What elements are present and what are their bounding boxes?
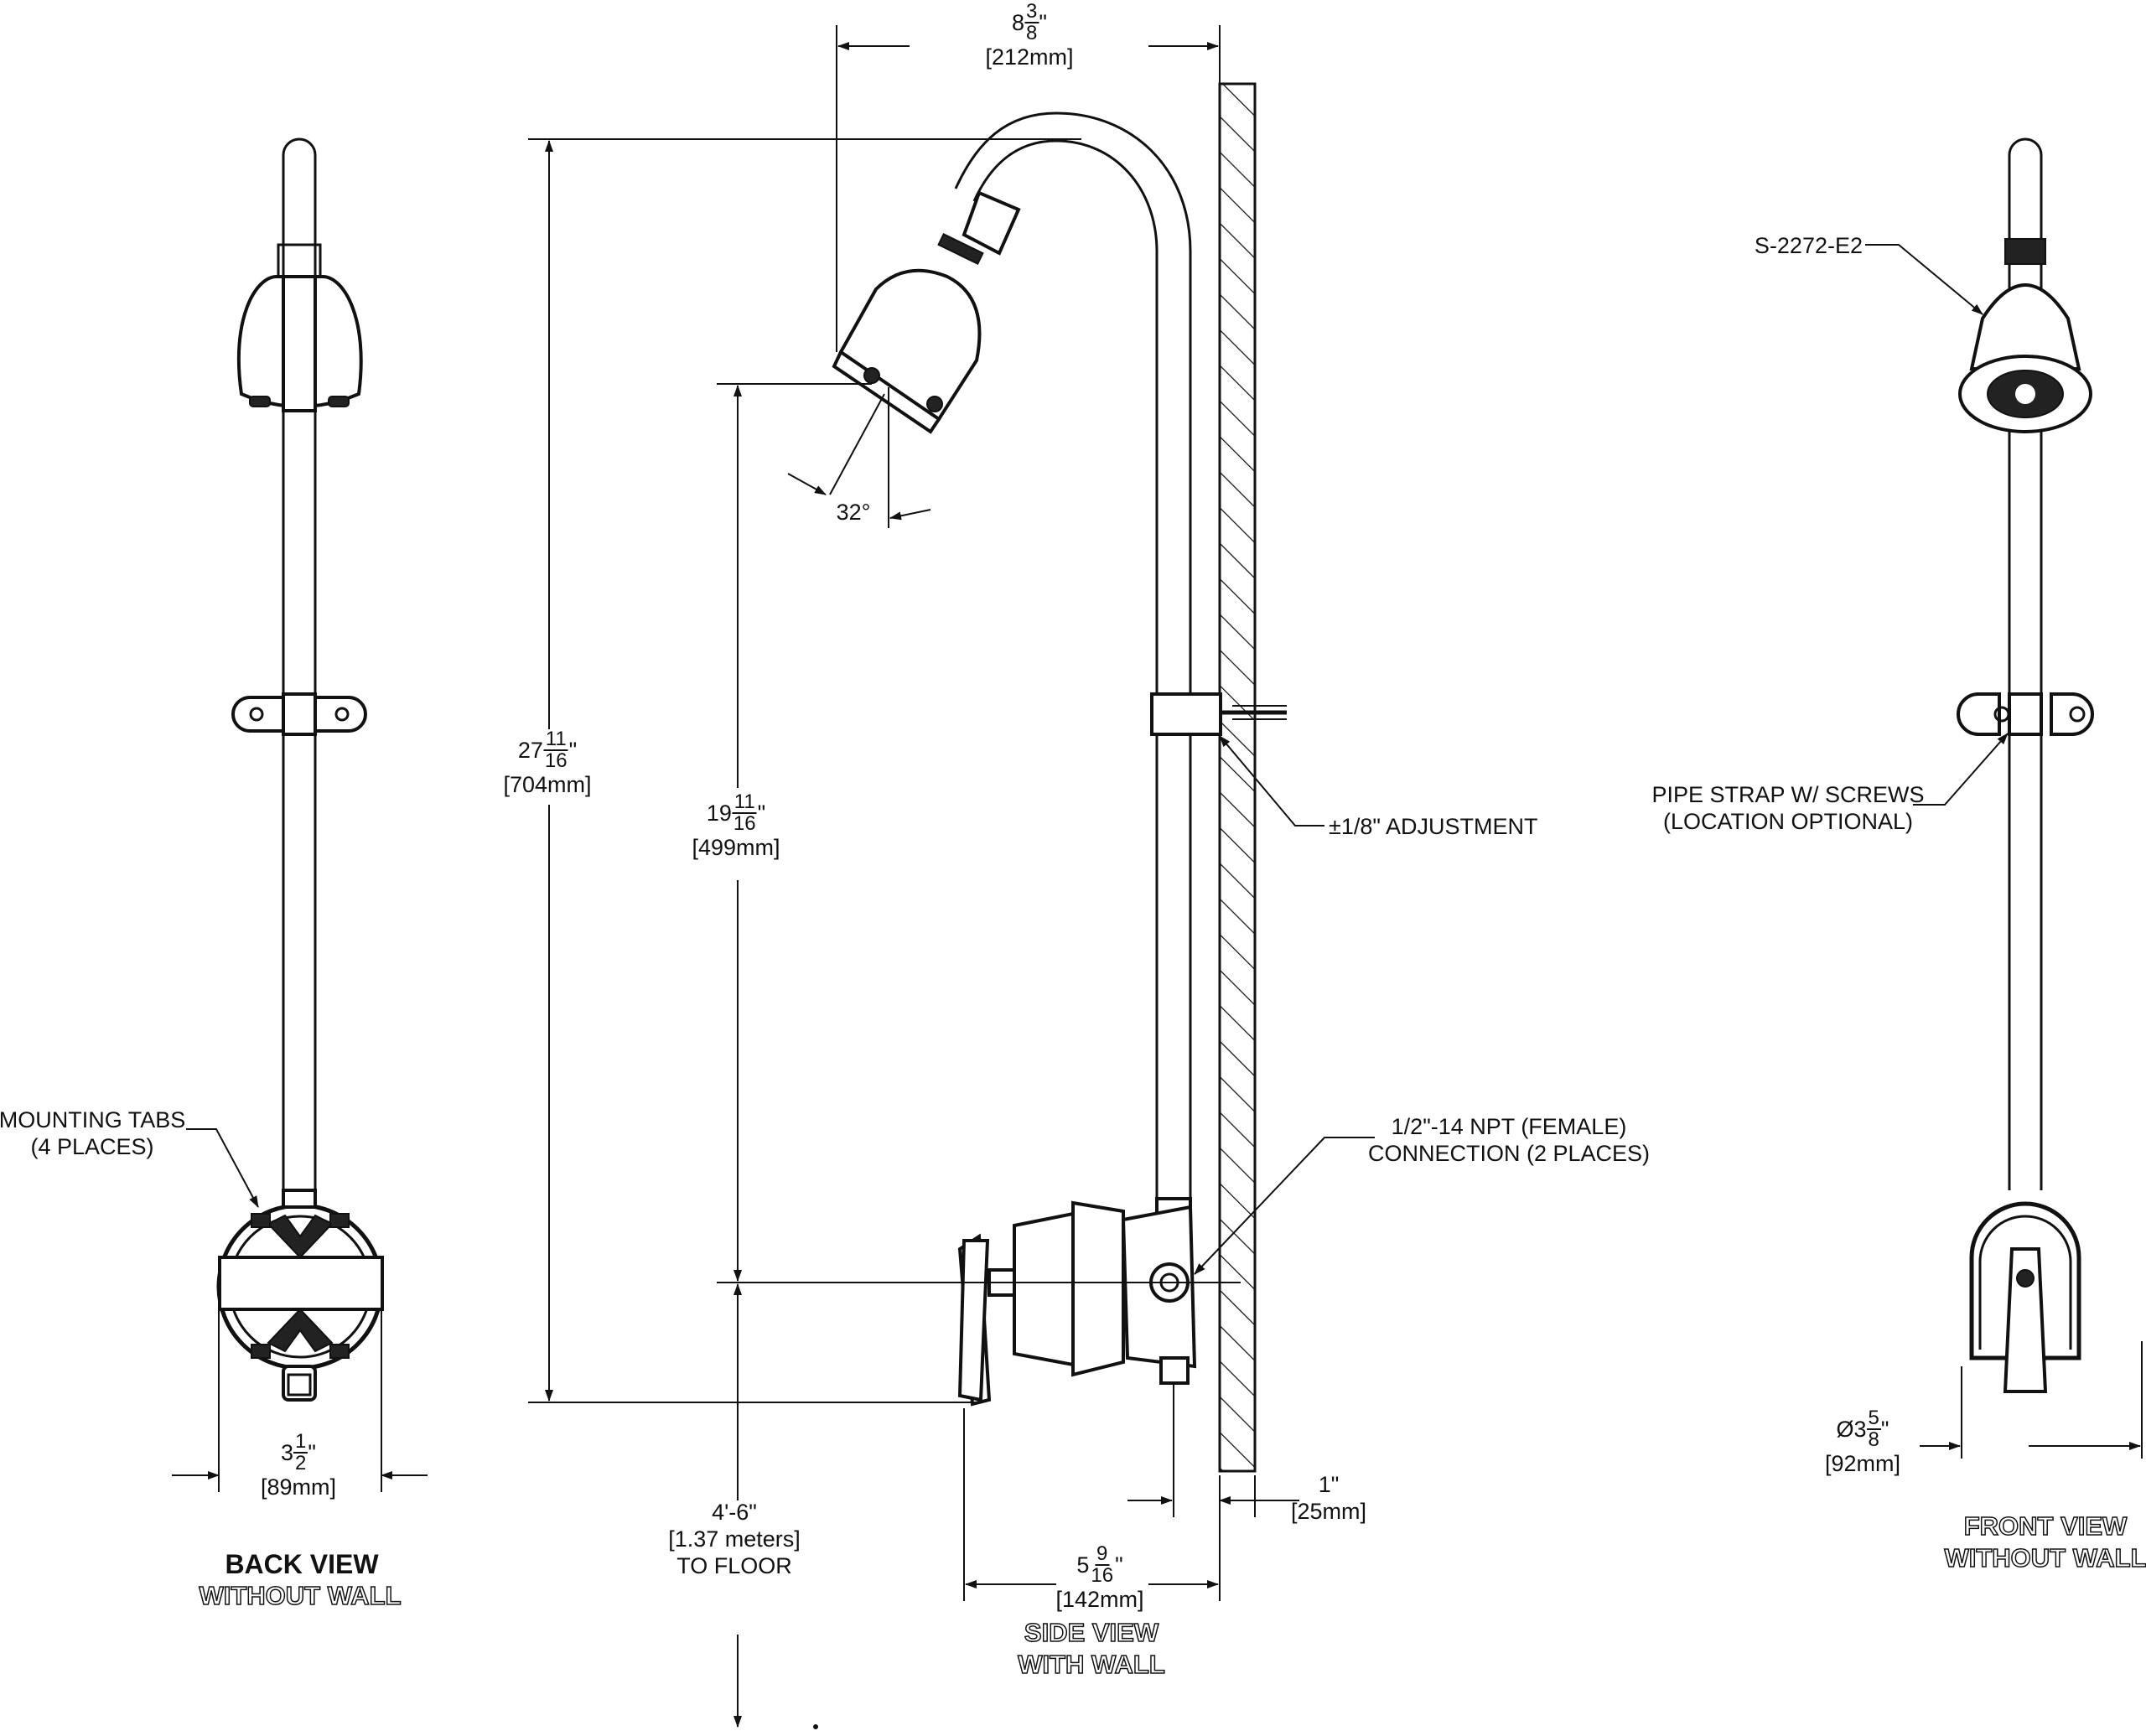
back-view-title: BACK VIEW: [225, 1549, 379, 1579]
front-view-subtitle: WITHOUT WALL: [1944, 1543, 2146, 1573]
model-number-callout: S-2272-E2: [1754, 233, 1863, 258]
connection-callout: 1/2"-14 NPT (FEMALE) CONNECTION (2 PLACE…: [1367, 1114, 1651, 1166]
side-view-drawing: [528, 25, 1375, 1729]
floor-dimension: 4'-6" [1.37 meters] TO FLOOR: [668, 1500, 801, 1578]
mounting-tabs-callout: MOUNTING TABS (4 PLACES): [0, 1107, 186, 1159]
back-view-drawing: [172, 137, 428, 1492]
side-view-subtitle: WITH WALL: [1017, 1650, 1165, 1679]
adjustment-callout: ±1/8" ADJUSTMENT: [1329, 814, 1538, 839]
side-view-title: SIDE VIEW: [1024, 1618, 1159, 1647]
front-view-title: FRONT VIEW: [1963, 1511, 2128, 1541]
front-view-drawing: [1865, 137, 2143, 1459]
wall-dimension: 1" [25mm]: [1290, 1472, 1367, 1524]
back-view-subtitle: WITHOUT WALL: [199, 1581, 402, 1610]
pipe-strap-callout: PIPE STRAP W/ SCREWS (LOCATION OPTIONAL): [1651, 782, 1925, 834]
angle-dimension: 32°: [836, 500, 871, 525]
